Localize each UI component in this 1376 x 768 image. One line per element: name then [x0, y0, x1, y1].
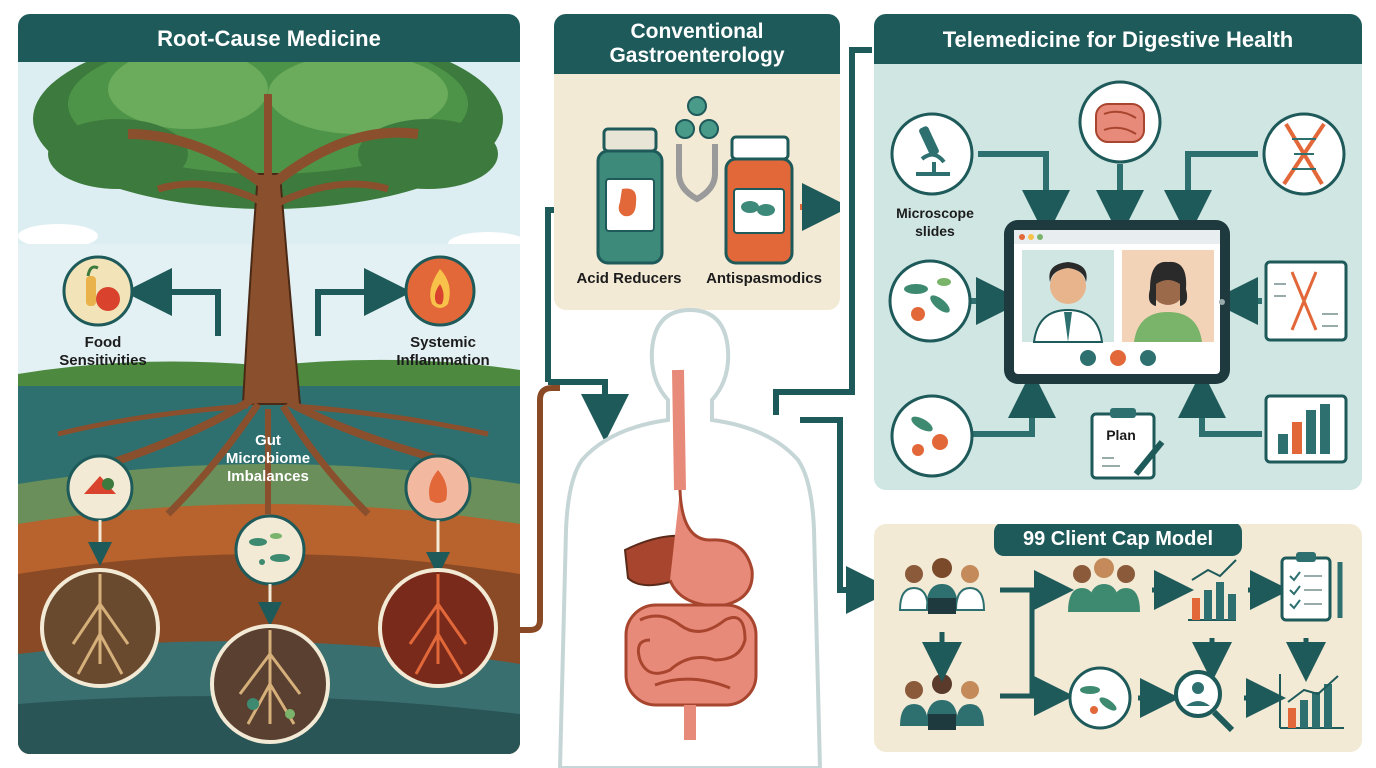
dna-report-icon [1264, 260, 1348, 342]
arrow-body-to-telemedicine [773, 47, 872, 415]
intestines [624, 603, 758, 740]
video-button [1140, 350, 1156, 366]
microscope-slides-label: Microscope slides [896, 205, 974, 239]
care-team-icon [898, 558, 986, 614]
intestine-icon [1078, 80, 1162, 164]
hangup-button [1110, 350, 1126, 366]
inflamed-root-icon [404, 454, 472, 522]
cap-model-flow [898, 552, 1344, 733]
bacteria-sample-icon [890, 394, 974, 478]
tablet-device [1004, 220, 1230, 384]
microbe-analysis-icon [1068, 666, 1132, 730]
root-cause-title: Root-Cause Medicine [18, 14, 520, 62]
microbiome-icon [234, 514, 306, 586]
plan-label: Plan [1106, 427, 1136, 443]
telemedicine-illustration [888, 80, 1348, 480]
root-ball-left [40, 568, 160, 688]
outcome-chart-icon [1279, 674, 1344, 729]
inflammation-icon [404, 255, 476, 327]
human-body-illustration [557, 307, 823, 768]
molecule-icon [675, 96, 719, 203]
root-ball-middle [210, 624, 330, 744]
acid-reducers-label: Acid Reducers [576, 270, 682, 287]
dna-icon [1262, 112, 1346, 196]
antispasmodics-label: Antispasmodics [706, 270, 822, 287]
root-cause-panel: Root-Cause Medicine Food Sensitivities S… [18, 14, 520, 754]
doctor-avatar [1050, 268, 1086, 304]
plan-clipboard [1090, 408, 1165, 480]
conventional-panel: Conventional Gastroenterology Acid Reduc… [554, 14, 840, 310]
support-team-icon [900, 674, 984, 730]
cap-model-title: 99 Client Cap Model [994, 524, 1242, 556]
medication-illustration [596, 96, 840, 265]
bar-chart-icon [1264, 394, 1348, 464]
telemedicine-title: Telemedicine for Digestive Health [874, 14, 1362, 64]
root-ball-right [378, 568, 498, 688]
tree-illustration [18, 29, 520, 754]
growth-chart-icon [1188, 559, 1237, 621]
bacteria-icon [888, 259, 972, 343]
conventional-title: Conventional Gastroenterology [554, 14, 840, 74]
arrow-conventional-to-body [548, 379, 629, 442]
mic-button [1080, 350, 1096, 366]
stomach [668, 489, 754, 608]
systemic-inflammation-label: Systemic Inflammation [396, 334, 490, 369]
microscope-icon [890, 112, 974, 196]
food-root-icon [66, 454, 134, 522]
checklist-icon [1280, 552, 1343, 622]
antispasmodic-bottle [724, 135, 794, 265]
telemedicine-panel: Telemedicine for Digestive Health Micros… [874, 14, 1362, 490]
patient-group-icon [1068, 558, 1140, 612]
food-icon [62, 255, 134, 327]
arrow-roots-to-body [505, 385, 560, 633]
magnifier-icon [1174, 670, 1235, 733]
food-sensitivities-label: Food Sensitivities [59, 334, 147, 369]
cap-model-panel: 99 Client Cap Model [874, 524, 1362, 752]
acid-reducer-bottle [596, 127, 664, 265]
gut-microbiome-label: Gut Microbiome Imbalances [225, 432, 311, 485]
arrow-body-to-cap-model [800, 417, 894, 614]
